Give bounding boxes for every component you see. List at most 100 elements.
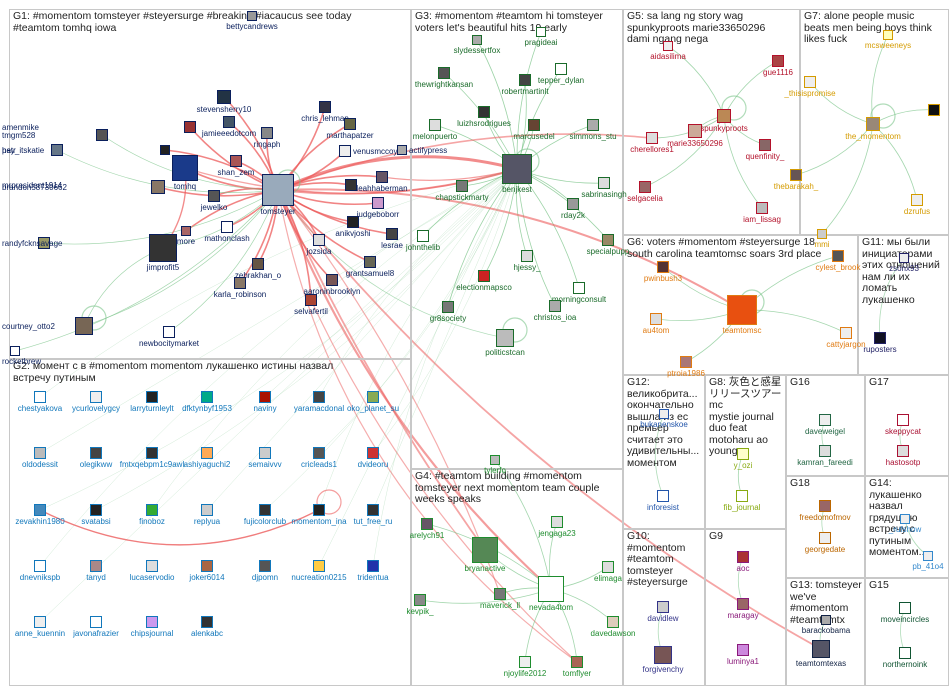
avatar[interactable] [587, 119, 599, 131]
avatar[interactable] [571, 656, 583, 668]
avatar[interactable] [305, 294, 317, 306]
avatar[interactable] [819, 445, 831, 457]
avatar[interactable] [602, 561, 614, 573]
avatar[interactable] [259, 447, 271, 459]
avatar[interactable] [602, 234, 614, 246]
avatar[interactable] [899, 253, 909, 263]
avatar[interactable] [911, 194, 923, 206]
avatar[interactable] [717, 109, 731, 123]
avatar[interactable] [51, 144, 63, 156]
avatar[interactable] [737, 598, 749, 610]
avatar[interactable] [519, 656, 531, 668]
avatar[interactable] [502, 154, 532, 184]
avatar[interactable] [899, 647, 911, 659]
avatar[interactable] [10, 346, 20, 356]
avatar[interactable] [146, 504, 158, 516]
avatar[interactable] [737, 551, 749, 563]
avatar[interactable] [897, 445, 909, 457]
avatar[interactable] [521, 250, 533, 262]
avatar[interactable] [90, 616, 102, 628]
avatar[interactable] [567, 198, 579, 210]
avatar[interactable] [344, 118, 356, 130]
avatar[interactable] [151, 180, 165, 194]
avatar[interactable] [259, 504, 271, 516]
avatar[interactable] [897, 414, 909, 426]
avatar[interactable] [181, 226, 191, 236]
avatar[interactable] [551, 516, 563, 528]
avatar[interactable] [160, 145, 170, 155]
avatar[interactable] [34, 447, 46, 459]
avatar[interactable] [421, 518, 433, 530]
avatar[interactable] [442, 301, 454, 313]
avatar[interactable] [414, 594, 426, 606]
avatar[interactable] [90, 391, 102, 403]
avatar[interactable] [146, 560, 158, 572]
avatar[interactable] [417, 230, 429, 242]
avatar[interactable] [201, 560, 213, 572]
avatar[interactable] [688, 124, 702, 138]
avatar[interactable] [347, 216, 359, 228]
avatar[interactable] [663, 41, 673, 51]
avatar[interactable] [201, 504, 213, 516]
avatar[interactable] [376, 171, 388, 183]
avatar[interactable] [172, 155, 198, 181]
avatar[interactable] [657, 601, 669, 613]
avatar[interactable] [38, 237, 50, 249]
avatar[interactable] [438, 67, 450, 79]
avatar[interactable] [339, 145, 351, 157]
avatar[interactable] [657, 490, 669, 502]
avatar[interactable] [34, 504, 46, 516]
avatar[interactable] [223, 116, 235, 128]
avatar[interactable] [607, 616, 619, 628]
avatar[interactable] [756, 202, 768, 214]
avatar[interactable] [496, 329, 514, 347]
avatar[interactable] [259, 560, 271, 572]
avatar[interactable] [184, 121, 196, 133]
avatar[interactable] [874, 332, 886, 344]
avatar[interactable] [146, 447, 158, 459]
avatar[interactable] [247, 11, 257, 21]
avatar[interactable] [804, 76, 816, 88]
avatar[interactable] [737, 448, 749, 460]
avatar[interactable] [928, 104, 940, 116]
avatar[interactable] [819, 414, 831, 426]
avatar[interactable] [646, 132, 658, 144]
avatar[interactable] [819, 500, 831, 512]
avatar[interactable] [772, 55, 784, 67]
avatar[interactable] [326, 274, 338, 286]
avatar[interactable] [34, 616, 46, 628]
avatar[interactable] [883, 30, 893, 40]
avatar[interactable] [163, 326, 175, 338]
avatar[interactable] [790, 169, 802, 181]
avatar[interactable] [538, 576, 564, 602]
avatar[interactable] [262, 174, 294, 206]
avatar[interactable] [259, 391, 271, 403]
avatar[interactable] [573, 282, 585, 294]
avatar[interactable] [34, 560, 46, 572]
avatar[interactable] [821, 615, 831, 625]
avatar[interactable] [313, 504, 325, 516]
avatar[interactable] [221, 221, 233, 233]
avatar[interactable] [528, 119, 540, 131]
avatar[interactable] [313, 234, 325, 246]
avatar[interactable] [313, 391, 325, 403]
avatar[interactable] [313, 560, 325, 572]
avatar[interactable] [201, 391, 213, 403]
avatar[interactable] [832, 250, 844, 262]
avatar[interactable] [146, 616, 158, 628]
avatar[interactable] [727, 295, 757, 325]
avatar[interactable] [96, 129, 108, 141]
avatar[interactable] [456, 180, 468, 192]
avatar[interactable] [90, 560, 102, 572]
avatar[interactable] [840, 327, 852, 339]
avatar[interactable] [737, 644, 749, 656]
avatar[interactable] [261, 127, 273, 139]
avatar[interactable] [866, 117, 880, 131]
avatar[interactable] [759, 139, 771, 151]
avatar[interactable] [217, 90, 231, 104]
avatar[interactable] [819, 532, 831, 544]
avatar[interactable] [230, 155, 242, 167]
avatar[interactable] [519, 74, 531, 86]
avatar[interactable] [472, 537, 498, 563]
avatar[interactable] [900, 514, 910, 524]
